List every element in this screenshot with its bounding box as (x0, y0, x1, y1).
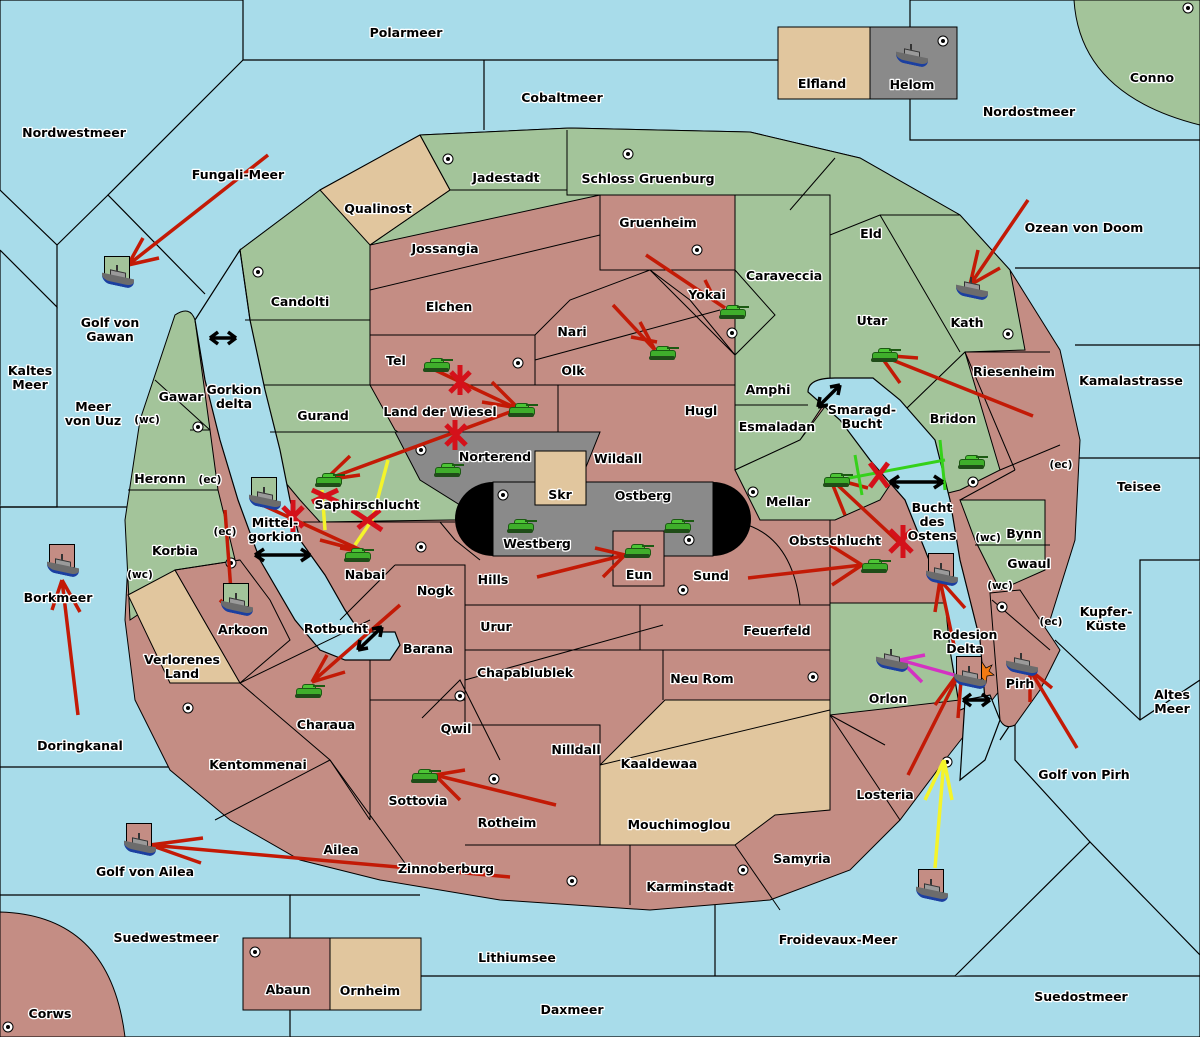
supply-center-icon (488, 773, 500, 785)
supply-center-icon (249, 946, 261, 958)
supply-center-icon (683, 534, 695, 546)
supply-center-icon (807, 671, 819, 683)
supply-center-icon (512, 357, 524, 369)
supply-center-icon (937, 35, 949, 47)
fleet-ship-icon[interactable] (221, 593, 255, 618)
army-tank-icon[interactable] (408, 766, 442, 784)
supply-center-icon (252, 266, 264, 278)
cut-marker-icon (868, 461, 890, 489)
supply-center-icon (691, 244, 703, 256)
army-tank-icon[interactable] (341, 545, 375, 563)
supply-center-icon (967, 476, 979, 488)
double-arrow-icon (356, 625, 384, 652)
fleet-ship-icon[interactable] (124, 833, 158, 858)
army-tank-icon[interactable] (292, 681, 326, 699)
sea-gorkion-channel (194, 248, 401, 661)
army-tank-icon[interactable] (955, 452, 989, 470)
fleet-ship-icon[interactable] (916, 879, 950, 904)
supply-center-icon (737, 864, 749, 876)
army-tank-icon[interactable] (505, 400, 539, 418)
move-arrow (747, 543, 863, 587)
region-ornheim (329, 937, 422, 1011)
double-arrow-icon (208, 330, 238, 346)
move-arrow (310, 603, 402, 684)
region-pirh (989, 589, 1061, 728)
army-tank-icon[interactable] (716, 302, 750, 320)
supply-center-icon (454, 690, 466, 702)
supply-center-icon (726, 327, 738, 339)
cut-marker-icon (350, 507, 384, 533)
cut-marker-icon (310, 487, 340, 505)
double-arrow-icon (816, 383, 842, 409)
region-kaaldewaa-mouchimoglou (599, 699, 831, 846)
supply-center-icon (1182, 2, 1194, 14)
fleet-ship-icon[interactable] (926, 563, 960, 588)
region-elfland (777, 26, 871, 100)
move-arrow (50, 579, 82, 716)
supply-center-icon (996, 601, 1008, 613)
supply-center-icon (677, 584, 689, 596)
army-tank-icon[interactable] (868, 345, 902, 363)
army-tank-icon[interactable] (820, 470, 854, 488)
supply-center-icon (747, 486, 759, 498)
move-arrow (433, 768, 557, 807)
supply-center-icon (497, 489, 509, 501)
fleet-ship-icon[interactable] (954, 666, 988, 691)
fleet-ship-icon[interactable] (956, 277, 990, 302)
region-conno (1073, 0, 1200, 126)
army-tank-icon[interactable] (661, 516, 695, 534)
territory-borders (128, 130, 1061, 911)
region-skr (534, 450, 587, 506)
supply-center-icon (415, 541, 427, 553)
supply-center-icon (415, 444, 427, 456)
army-tank-icon[interactable] (420, 355, 454, 373)
supply-center-icon (182, 702, 194, 714)
army-tank-icon[interactable] (312, 470, 346, 488)
canal-passage-markers (208, 330, 992, 708)
impassable-west (455, 482, 493, 556)
move-arrow (536, 546, 627, 579)
army-tank-icon[interactable] (646, 343, 680, 361)
double-arrow-icon (961, 692, 992, 708)
double-arrow-icon (889, 474, 944, 490)
region-corws (0, 911, 126, 1037)
army-tank-icon[interactable] (858, 556, 892, 574)
move-arrow (645, 253, 726, 310)
army-tank-icon[interactable] (431, 460, 465, 478)
cut-marker-icon (444, 420, 468, 450)
impassable-east (713, 482, 751, 556)
fleet-ship-icon[interactable] (1006, 653, 1040, 678)
cut-marker-icon (888, 525, 914, 558)
fleet-ship-icon[interactable] (896, 44, 930, 69)
fleet-ship-icon[interactable] (102, 265, 136, 290)
fleet-ship-icon[interactable] (249, 487, 283, 512)
move-arrow (149, 836, 511, 879)
move-arrow (126, 153, 270, 267)
double-arrow-icon (254, 547, 311, 563)
cut-marker-icon (448, 365, 472, 395)
supply-center-icon (622, 148, 634, 160)
supply-center-icon (192, 421, 204, 433)
supply-center-icon (2, 1021, 14, 1033)
move-arrow (611, 303, 658, 352)
army-tank-icon[interactable] (504, 516, 538, 534)
supply-center-icon (566, 875, 578, 887)
cut-marker-icon (281, 500, 305, 532)
support-arrow (923, 759, 954, 869)
fleet-ship-icon[interactable] (876, 649, 910, 674)
fleet-ship-icon[interactable] (47, 554, 81, 579)
supply-center-icon (442, 153, 454, 165)
supply-center-icon (1002, 328, 1014, 340)
army-tank-icon[interactable] (621, 541, 655, 559)
